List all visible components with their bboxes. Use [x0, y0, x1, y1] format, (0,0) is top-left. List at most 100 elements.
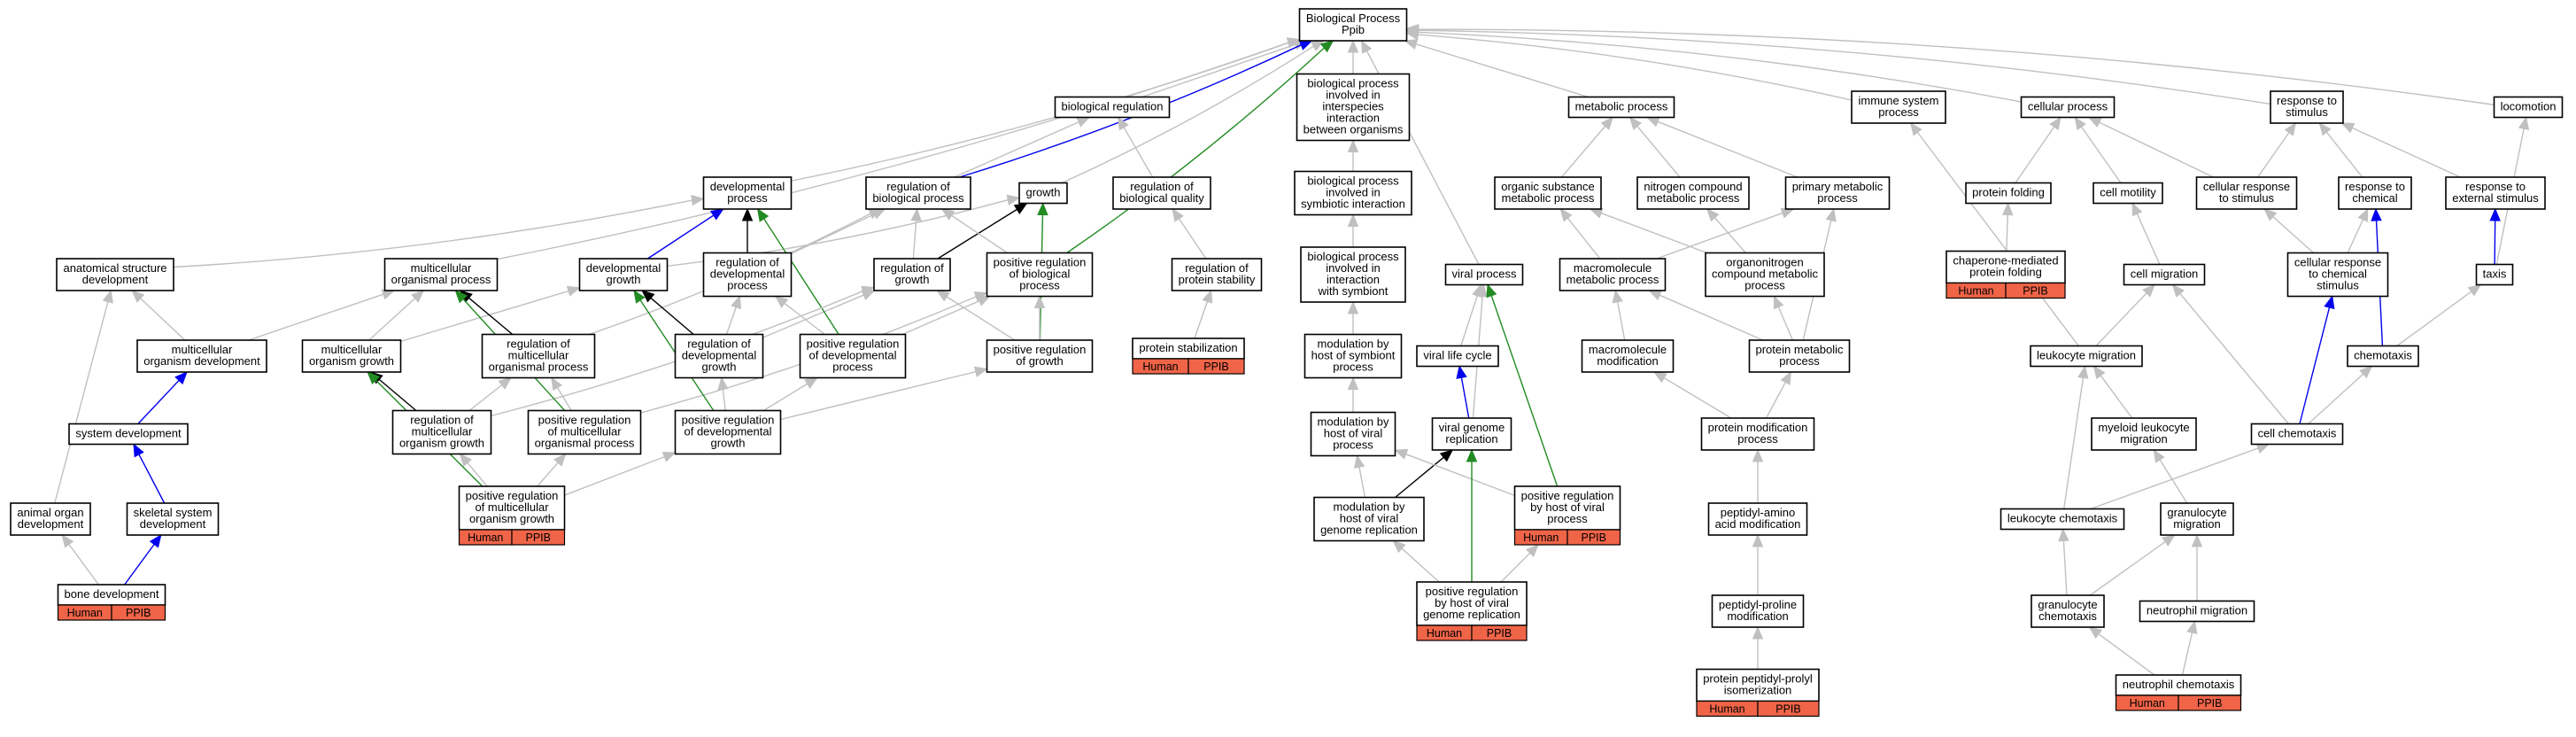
edge-is-a-regdevproc-to-regbio: [791, 208, 886, 255]
edge-arrowhead: [1347, 139, 1359, 152]
edge-is-a-regprotstab-to-regqual: [1172, 207, 1207, 260]
edge-is-a-isomer-to-peptidylpro: [1752, 625, 1764, 670]
node-box: [1700, 417, 1815, 451]
node-box: [68, 423, 189, 446]
edge-is-a-cellrespchem-to-respchem: [2347, 207, 2369, 253]
edge-line: [1777, 306, 1794, 341]
edge-arrowhead: [1526, 544, 1539, 557]
edge-is-a-leukmig-to-cellmig: [2095, 283, 2155, 346]
edge-arrowhead: [2142, 283, 2155, 298]
edge-line: [1566, 217, 1601, 260]
edge-is-a-posregbio-to-regbio: [940, 208, 1008, 254]
edge-is-a-modviralgenome-to-modviral: [1353, 454, 1366, 498]
edge-arrowhead: [1392, 539, 1406, 554]
node-label-line: growth: [894, 273, 929, 286]
edge-is-a-bonedev-to-animalorgan: [61, 533, 99, 586]
node-box: [2123, 263, 2206, 286]
edge-is-a-protfold-to-cellproc: [2015, 116, 2062, 183]
node-box: [126, 502, 220, 536]
node-label-line: viral genome: [1439, 421, 1505, 434]
edge-is-a-respchem-to-response: [2318, 121, 2363, 178]
node-box: [2000, 508, 2125, 531]
edge-line: [2272, 216, 2315, 254]
edge-positively-regulates-posregviralproc-to-viral: [1486, 283, 1559, 487]
node-box: [56, 258, 174, 291]
edge-line: [124, 544, 155, 586]
node-label-line: response to: [2465, 180, 2526, 193]
go-term-node-cellmig: cell migration: [2123, 263, 2206, 286]
node-box: [1581, 339, 1675, 373]
node-label-line: by host of viral: [1435, 596, 1509, 609]
node-label-line: isomerization: [1724, 684, 1792, 697]
edge-line: [1600, 212, 1708, 254]
node-label-line: developmental: [710, 268, 785, 281]
node-label-line: positive regulation: [994, 343, 1087, 356]
edge-part-of-regmultiproc-to-multiproc: [459, 290, 514, 336]
edge-is-a-modviral-to-modsymb: [1347, 376, 1359, 413]
node-box: [1171, 258, 1263, 291]
go-term-node-chemotaxis: chemotaxis: [2347, 345, 2419, 368]
node-label-line: growth: [710, 437, 745, 450]
node-label-line: biological process: [1307, 250, 1399, 263]
edge-arrowhead: [1600, 116, 1613, 130]
edge-arrowhead: [2284, 121, 2297, 136]
go-term-node-virallife: viral life cycle: [1416, 345, 1499, 368]
node-box: [2445, 176, 2546, 210]
edge-is-a-posregmultiproc-to-regmultiproc: [551, 376, 572, 411]
go-term-node-cellproc: cellular process: [2020, 96, 2116, 119]
edge-arrowhead: [566, 285, 581, 297]
edge-line: [537, 462, 559, 487]
annotation-species-label: Human: [1523, 531, 1559, 544]
annotation-gene-label: PPIB: [2197, 697, 2223, 710]
node-label-line: modulation by: [1334, 500, 1405, 514]
edge-arrowhead: [1076, 116, 1091, 128]
edge-line: [1460, 377, 1470, 419]
edge-arrowhead: [1347, 376, 1359, 390]
node-label-line: process: [727, 191, 768, 205]
edge-is-a-cellresp-to-response: [2257, 121, 2297, 178]
edge-is-a-cellmot-to-cellproc: [2074, 116, 2122, 183]
node-box: [2338, 176, 2412, 210]
node-label-line: process: [1019, 279, 1060, 292]
node-label-line: developmental: [586, 261, 661, 275]
edge-is-a-leukchemo-to-cellchemo: [2090, 443, 2270, 510]
edge-is-a-multiproc-to-bp: [497, 37, 1301, 260]
edge-line: [1490, 295, 1559, 487]
edge-line: [248, 293, 384, 341]
edge-line: [2257, 132, 2290, 178]
go-term-node-viral: viral process: [1444, 263, 1524, 286]
edge-arrowhead: [1286, 37, 1301, 49]
edge-line: [1617, 301, 1626, 341]
edge-arrowhead: [2357, 207, 2369, 222]
node-box: [1513, 485, 1621, 531]
node-label-line: replication: [1445, 432, 1497, 446]
edge-line: [2347, 219, 2364, 253]
node-label-line: process: [1779, 354, 1820, 368]
annotation-gene-cell: [2178, 694, 2242, 711]
node-label-line: regulation of: [507, 337, 570, 351]
node-box: [986, 252, 1094, 298]
edge-is-a-primary-to-metabolic: [1645, 116, 1798, 178]
edge-arrowhead: [1347, 213, 1359, 227]
go-term-node-leukmig: leukocyte migration: [2030, 345, 2143, 368]
node-box: [2030, 345, 2143, 368]
edge-arrowhead: [661, 451, 677, 462]
edge-is-a-protmod-to-protmet: [1765, 370, 1791, 419]
edge-is-a-cellchemo-to-chemotaxis: [2308, 365, 2373, 425]
node-label-line: interaction: [1327, 112, 1380, 125]
annotation-gene-cell: [1757, 700, 1820, 718]
